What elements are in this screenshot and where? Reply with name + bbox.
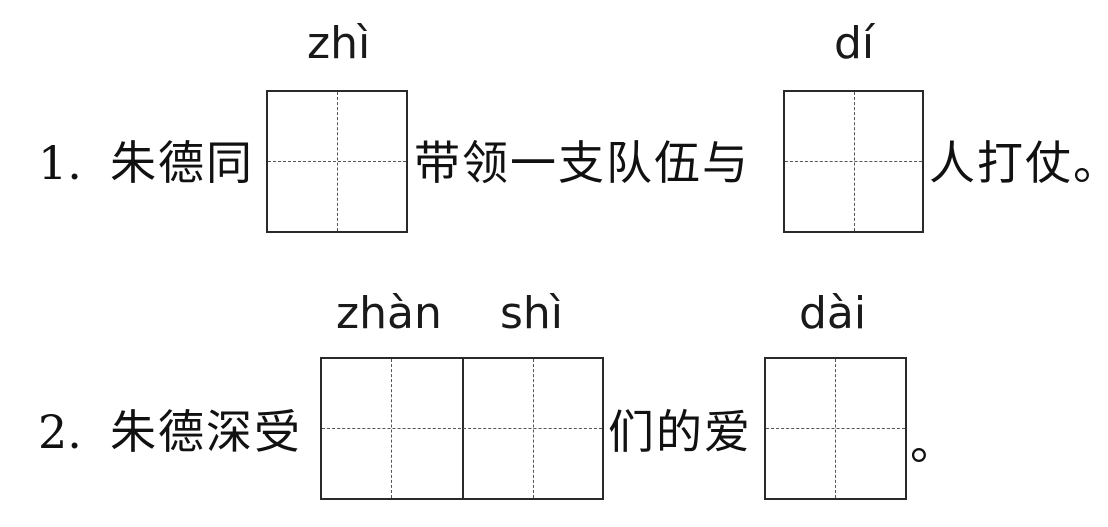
question-2-text-b: 们的爱 [608,405,752,459]
answer-box-dai[interactable] [764,357,907,500]
answer-box-zhi[interactable] [266,90,408,233]
question-1-text-c: 人打仗。 [929,136,1108,190]
answer-box-di[interactable] [783,90,924,233]
question-2-text-a: 朱德深受 [110,405,302,459]
question-1-text-b: 带领一支队伍与 [414,136,750,190]
question-1-text-a: 朱德同 [110,136,254,190]
pinyin-dai: dài [799,288,867,339]
question-2-text-c: 。 [910,416,958,470]
question-1-number: 1. [38,136,82,190]
pinyin-zhan: zhàn [336,288,442,339]
pinyin-di: dí [834,18,875,69]
pinyin-zhi: zhì [307,18,371,69]
pinyin-shi: shì [500,288,564,339]
answer-box-zhanshi[interactable] [320,357,604,500]
question-2-number: 2. [38,405,82,459]
